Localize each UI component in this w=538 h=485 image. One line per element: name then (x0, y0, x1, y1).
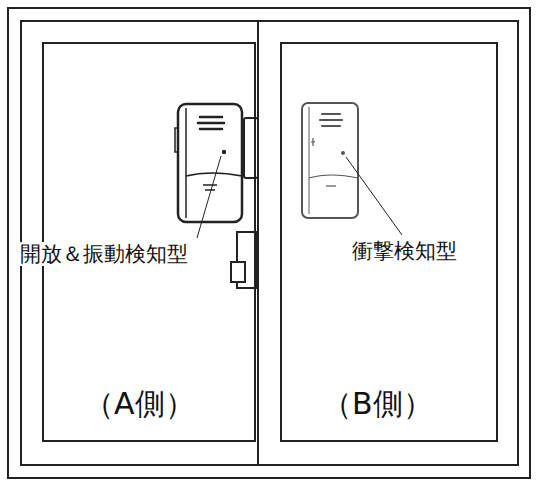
outer-frame (8, 8, 530, 478)
leader-line (346, 157, 402, 235)
crescent-lock (231, 232, 257, 288)
callout-label: 衝撃検知型 (351, 239, 458, 263)
sensor-a (175, 104, 258, 222)
pane-label: （A側） (84, 386, 195, 422)
sash-b (258, 21, 518, 465)
sensor-b (302, 103, 358, 218)
pane-label: （B側） (322, 386, 433, 422)
leader-line (197, 156, 221, 238)
callout-label: 開放＆振動検知型 (19, 242, 189, 266)
